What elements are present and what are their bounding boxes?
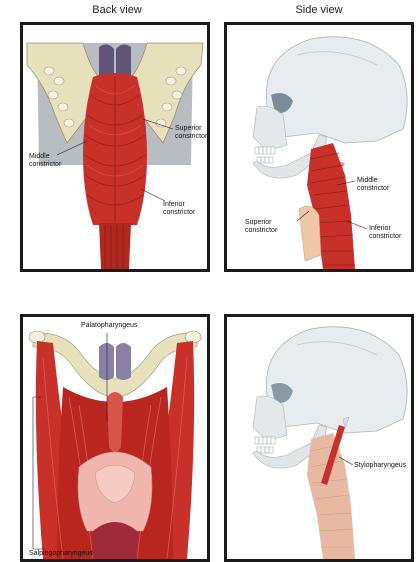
panel-back-view-longitudinal: Palatopharyngeus Salpingopharyngeus [20, 314, 210, 562]
panel-side-view-constrictors: Middle constrictor Superior constrictor … [224, 22, 414, 272]
esophagus [99, 223, 131, 269]
laryngeal-inlet [93, 522, 137, 559]
label-middle-constrictor: Middle constrictor [357, 177, 389, 193]
side-view-longitudinal-illustration [227, 317, 411, 559]
back-view-constrictors-illustration [23, 25, 207, 269]
label-superior-constrictor: Superior constrictor [175, 125, 207, 141]
panel-side-view-longitudinal: Stylopharyngeus [224, 314, 414, 562]
label-middle-constrictor: Middle constrictor [29, 153, 61, 169]
label-inferior-constrictor: Inferior constrictor [369, 225, 401, 241]
label-stylopharyngeus: Stylopharyngeus [354, 462, 406, 470]
uvula [107, 392, 123, 452]
back-view-longitudinal-illustration [23, 317, 207, 559]
label-superior-constrictor: Superior constrictor [245, 219, 277, 235]
label-salpingopharyngeus: Salpingopharyngeus [29, 550, 93, 558]
column-title-back-view: Back view [22, 4, 212, 16]
label-palatopharyngeus: Palatopharyngeus [81, 322, 137, 330]
column-title-side-view: Side view [224, 4, 414, 16]
label-inferior-constrictor: Inferior constrictor [163, 201, 195, 217]
panel-back-view-constrictors: Superior constrictor Middle constrictor … [20, 22, 210, 272]
